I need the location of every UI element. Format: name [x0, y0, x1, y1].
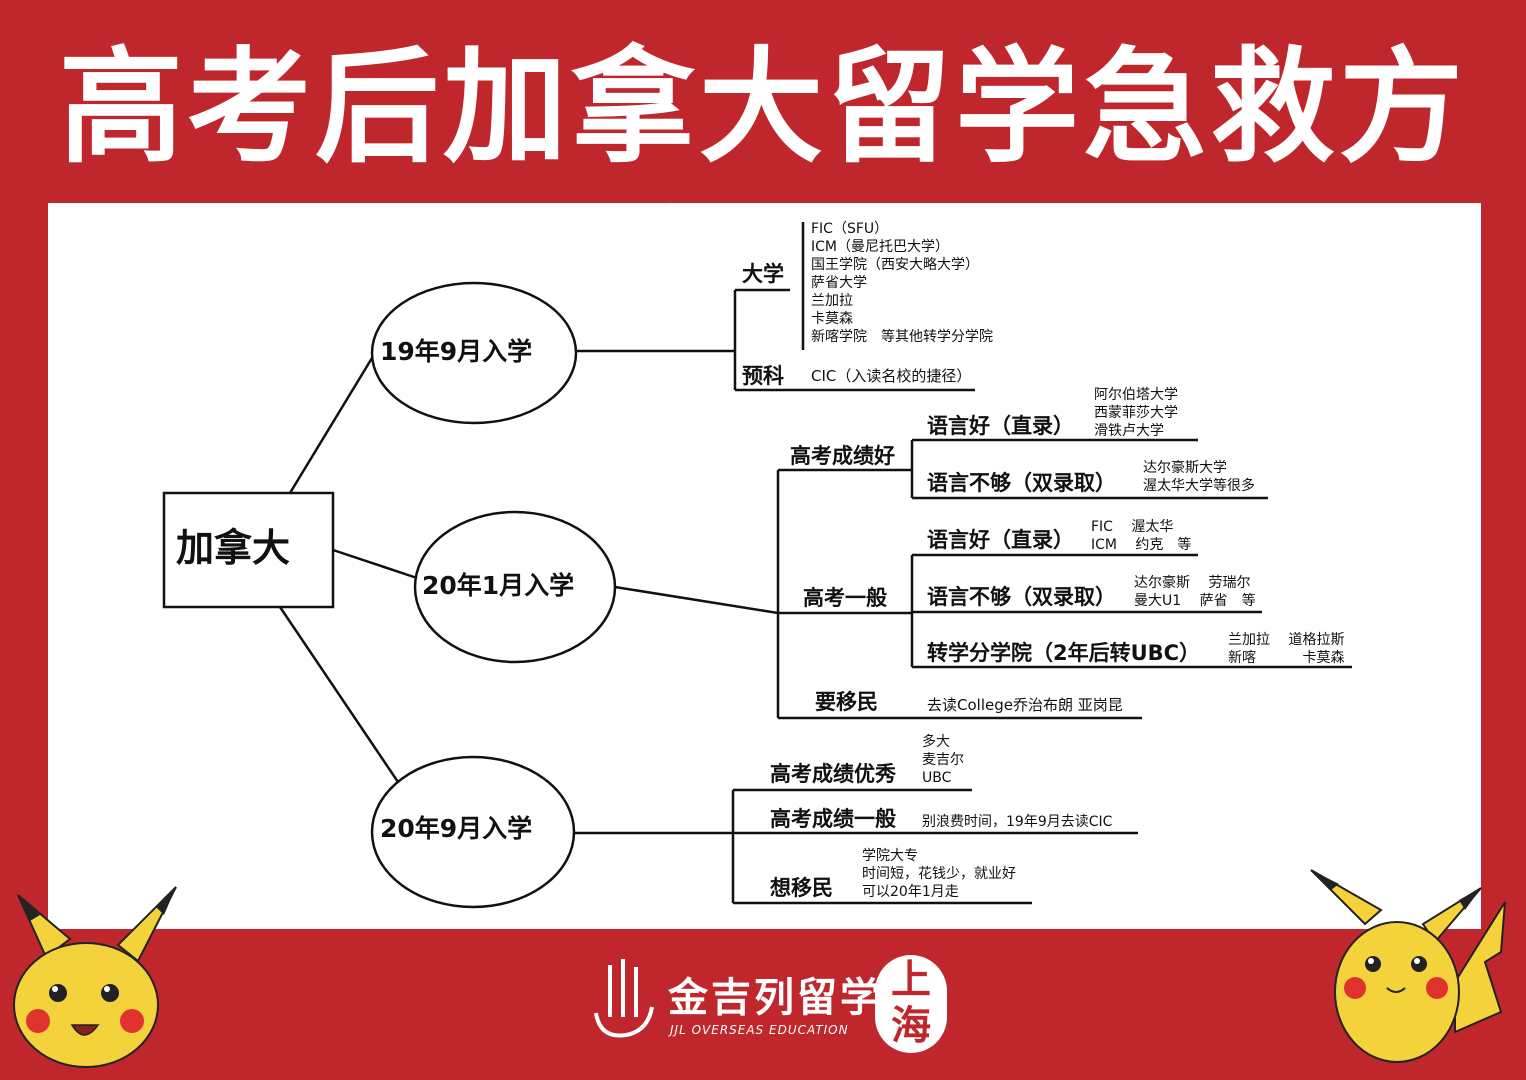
node-good-score: 高考成绩好	[790, 444, 895, 468]
list-item: 新喀 卡莫森	[1228, 650, 1345, 666]
list-item: FIC（SFU）	[811, 221, 889, 237]
node-want-immigrate: 想移民	[770, 876, 833, 900]
list-item: 达尔豪斯大学	[1143, 460, 1227, 476]
brand-logo-icon	[594, 959, 654, 1038]
good-lang-dual-list: 达尔豪斯大学 渥太华大学等很多	[1143, 459, 1255, 495]
list-item: 曼大U1 萨省 等	[1134, 593, 1256, 609]
list-item: 多大	[922, 734, 950, 750]
edge-root-b2	[332, 548, 418, 580]
node-immigrate: 要移民	[815, 690, 878, 714]
list-item: FIC 渥太华	[1091, 519, 1174, 535]
node-good-lang-direct: 语言好（直录）	[927, 414, 1074, 438]
list-item: 可以20年1月走	[862, 884, 959, 900]
avg-lang-direct-list: FIC 渥太华 ICM 约克 等	[1091, 518, 1191, 554]
want-immigrate-list: 学院大专 时间短，花钱少，就业好 可以20年1月走	[862, 847, 1016, 901]
branch-node-3-label: 20年9月入学	[380, 814, 533, 843]
node-average-score: 高考一般	[803, 586, 887, 610]
brand-name-en: JJL OVERSEAS EDUCATION	[670, 1023, 849, 1037]
brand-name-cn: 金吉列留学	[668, 975, 883, 1021]
avg-lang-dual-list: 达尔豪斯 劳瑞尔 曼大U1 萨省 等	[1134, 574, 1256, 610]
list-item: 萨省大学	[811, 275, 867, 291]
university-list: FIC（SFU） ICM（曼尼托巴大学） 国王学院（西安大略大学） 萨省大学 兰…	[811, 220, 993, 346]
list-item: 滑铁卢大学	[1094, 423, 1164, 439]
list-item: 麦吉尔	[922, 752, 964, 768]
list-item: 时间短，花钱少，就业好	[862, 866, 1016, 882]
node-university: 大学	[742, 262, 784, 286]
node-avg-lang-direct: 语言好（直录）	[927, 528, 1074, 552]
branch-node-2-label: 20年1月入学	[422, 571, 575, 600]
list-item: 兰加拉 道格拉斯	[1228, 632, 1345, 648]
city-seal: 上海	[875, 955, 947, 1053]
root-node-label: 加拿大	[176, 526, 291, 570]
list-item: 卡莫森	[811, 311, 853, 327]
foundation-note: CIC（入读名校的捷径）	[811, 367, 972, 385]
node-good-lang-dual: 语言不够（双录取）	[927, 471, 1116, 495]
list-item: 国王学院（西安大略大学）	[811, 257, 979, 273]
mascot-left-icon	[13, 886, 177, 1068]
list-item: 学院大专	[862, 848, 918, 864]
average-score-2-note: 别浪费时间，19年9月去读CIC	[922, 814, 1113, 830]
list-item: 阿尔伯塔大学	[1094, 387, 1178, 403]
node-average-score-2: 高考成绩一般	[770, 807, 896, 831]
brand-logo: 金吉列留学 JJL OVERSEAS EDUCATION	[590, 955, 950, 1045]
node-avg-lang-dual: 语言不够（双录取）	[927, 585, 1116, 609]
list-item: 渥太华大学等很多	[1143, 478, 1255, 494]
mascot-right-icon	[1310, 869, 1506, 1063]
transfer-college-list: 兰加拉 道格拉斯 新喀 卡莫森	[1228, 631, 1344, 667]
list-item: 新喀学院 等其他转学分学院	[811, 329, 993, 345]
good-lang-direct-list: 阿尔伯塔大学 西蒙菲莎大学 滑铁卢大学	[1094, 386, 1178, 440]
list-item: 达尔豪斯 劳瑞尔	[1134, 575, 1251, 591]
list-item: 西蒙菲莎大学	[1094, 405, 1178, 421]
list-item: UBC	[922, 770, 952, 786]
city-seal-text: 上海	[891, 957, 931, 1049]
node-foundation: 预科	[742, 364, 784, 388]
node-excellent-score: 高考成绩优秀	[770, 762, 896, 786]
mindmap-board	[48, 203, 1481, 929]
list-item: ICM 约克 等	[1091, 537, 1192, 553]
branch-node-1-label: 19年9月入学	[380, 337, 533, 366]
list-item: 兰加拉	[811, 293, 853, 309]
immigrate-note: 去读College乔治布朗 亚岗昆	[927, 696, 1123, 714]
excellent-score-list: 多大 麦吉尔 UBC	[922, 733, 964, 787]
branch-node-1-shape	[370, 281, 578, 425]
edge-root-b1	[288, 357, 374, 494]
node-transfer-college: 转学分学院（2年后转UBC）	[927, 641, 1201, 665]
edge-root-b3	[278, 606, 400, 783]
list-item: ICM（曼尼托巴大学）	[811, 239, 949, 255]
